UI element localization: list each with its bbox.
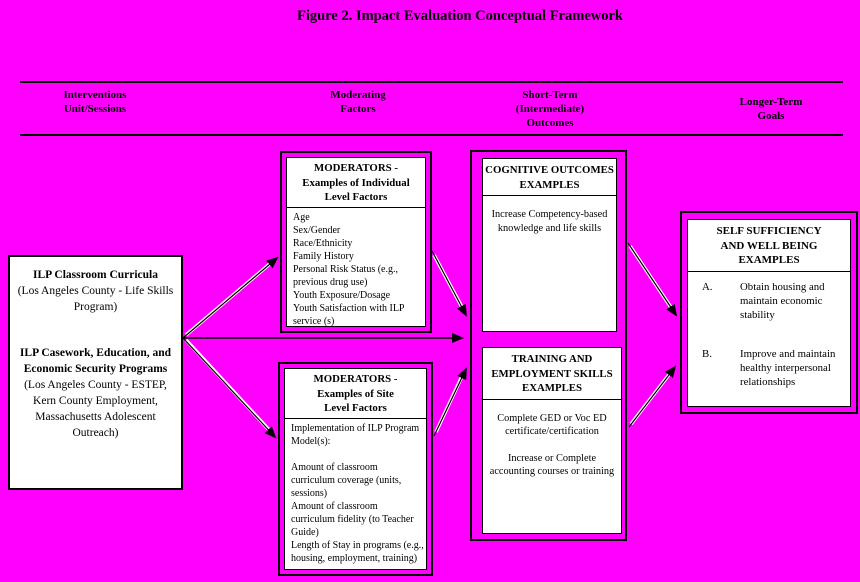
training-body-line-1: Complete GED or Voc ED certificate/certi…	[497, 412, 607, 438]
short-term-outcomes-frame: COGNITIVE OUTCOMES EXAMPLES Increase Com…	[470, 150, 627, 541]
moderators-site-box: MODERATORS - Examples of Site Level Fact…	[284, 368, 427, 570]
self-sufficiency-box: SELF SUFFICIENCY AND WELL BEING EXAMPLES…	[687, 219, 851, 407]
header-rule-bottom	[20, 134, 843, 136]
moderators-site-list: Implementation of ILP Program Model(s): …	[285, 419, 426, 565]
goal-item-a: A. Obtain housing and maintain economic …	[688, 280, 850, 322]
interventions-paragraph-2: ILP Casework, Education, and Economic Se…	[14, 345, 177, 441]
cognitive-outcomes-heading: COGNITIVE OUTCOMES EXAMPLES	[483, 159, 616, 196]
interventions-box: ILP Classroom Curricula (Los Angeles Cou…	[8, 255, 183, 490]
arrow-cognitive-to-goals-icon	[627, 242, 678, 317]
list-item: Youth Exposure/Dosage	[293, 289, 391, 301]
self-sufficiency-heading: SELF SUFFICIENCY AND WELL BEING EXAMPLES	[688, 220, 850, 272]
training-employment-heading: TRAINING AND EMPLOYMENT SKILLS EXAMPLES	[483, 348, 621, 400]
moderators-individual-box: MODERATORS - Examples of Individual Leve…	[286, 157, 426, 327]
list-item: Implementation of ILP Program Model(s):	[291, 422, 420, 447]
figure-title: Figure 2. Impact Evaluation Conceptual F…	[297, 8, 623, 24]
list-item: Length of Stay in programs (e.g., housin…	[291, 539, 424, 564]
moderators-site-heading: MODERATORS - Examples of Site Level Fact…	[285, 369, 426, 419]
list-item: Personal Risk Status (e.g., previous dru…	[293, 263, 398, 288]
moderators-individual-outer-frame: MODERATORS - Examples of Individual Leve…	[280, 151, 432, 333]
list-item: Amount of classroom curriculum coverage …	[291, 461, 402, 499]
training-employment-body: Complete GED or Voc ED certificate/certi…	[483, 400, 621, 479]
goal-item-a-text: Obtain housing and maintain economic sta…	[740, 280, 825, 321]
cognitive-outcomes-body: Increase Competency-based knowledge and …	[491, 209, 608, 234]
interventions-paragraph-1: ILP Classroom Curricula (Los Angeles Cou…	[14, 267, 177, 315]
goal-item-b: B. Improve and maintain healthy interper…	[688, 347, 850, 389]
list-item: Family History	[293, 250, 354, 262]
goal-item-b-label: B.	[702, 347, 712, 360]
interventions-para2-detail: (Los Angeles County - ESTEP, Kern County…	[24, 379, 167, 439]
list-item: Amount of classroom curriculum fidelity …	[291, 500, 414, 538]
moderators-individual-heading: MODERATORS - Examples of Individual Leve…	[287, 158, 425, 208]
training-body-line-2: Increase or Complete accounting courses …	[489, 452, 615, 478]
training-employment-box: TRAINING AND EMPLOYMENT SKILLS EXAMPLES …	[482, 347, 622, 534]
column-header-moderating-factors: Moderating Factors	[330, 89, 386, 115]
column-header-longer-term-goals: Longer-Term Goals	[739, 96, 803, 122]
interventions-para1-detail: (Los Angeles County - Life Skills Progra…	[17, 285, 174, 313]
column-header-short-term-outcomes: Short-Term (Intermediate) Outcomes	[515, 89, 585, 129]
moderators-site-outer-frame: MODERATORS - Examples of Site Level Fact…	[278, 362, 433, 576]
interventions-para1-title: ILP Classroom Curricula	[32, 269, 158, 281]
self-sufficiency-outer-frame: SELF SUFFICIENCY AND WELL BEING EXAMPLES…	[680, 211, 858, 414]
arrow-training-to-goals-icon	[628, 365, 677, 428]
list-item: Sex/Gender	[293, 224, 341, 236]
moderators-individual-list: Age Sex/Gender Race/Ethnicity Family His…	[287, 208, 425, 328]
arrow-interventions-to-site-moderators-icon	[182, 337, 277, 439]
goal-item-a-label: A.	[702, 280, 713, 293]
column-header-interventions: Interventions Unit/Sessions	[63, 89, 127, 115]
goal-item-b-text: Improve and maintain healthy interperson…	[740, 347, 836, 388]
arrow-site-moderators-to-outcomes-icon	[433, 367, 467, 437]
arrow-individual-moderators-to-outcomes-icon	[431, 250, 467, 317]
list-item: Youth Satisfaction with ILP service (s)	[293, 302, 405, 327]
header-rule-top	[20, 81, 843, 83]
interventions-para2-title: ILP Casework, Education, and Economic Se…	[19, 347, 172, 375]
cognitive-outcomes-box: COGNITIVE OUTCOMES EXAMPLES Increase Com…	[482, 158, 617, 332]
list-item: Race/Ethnicity	[293, 237, 353, 249]
arrow-interventions-to-individual-moderators-icon	[182, 256, 279, 339]
list-item: Age	[293, 211, 310, 223]
